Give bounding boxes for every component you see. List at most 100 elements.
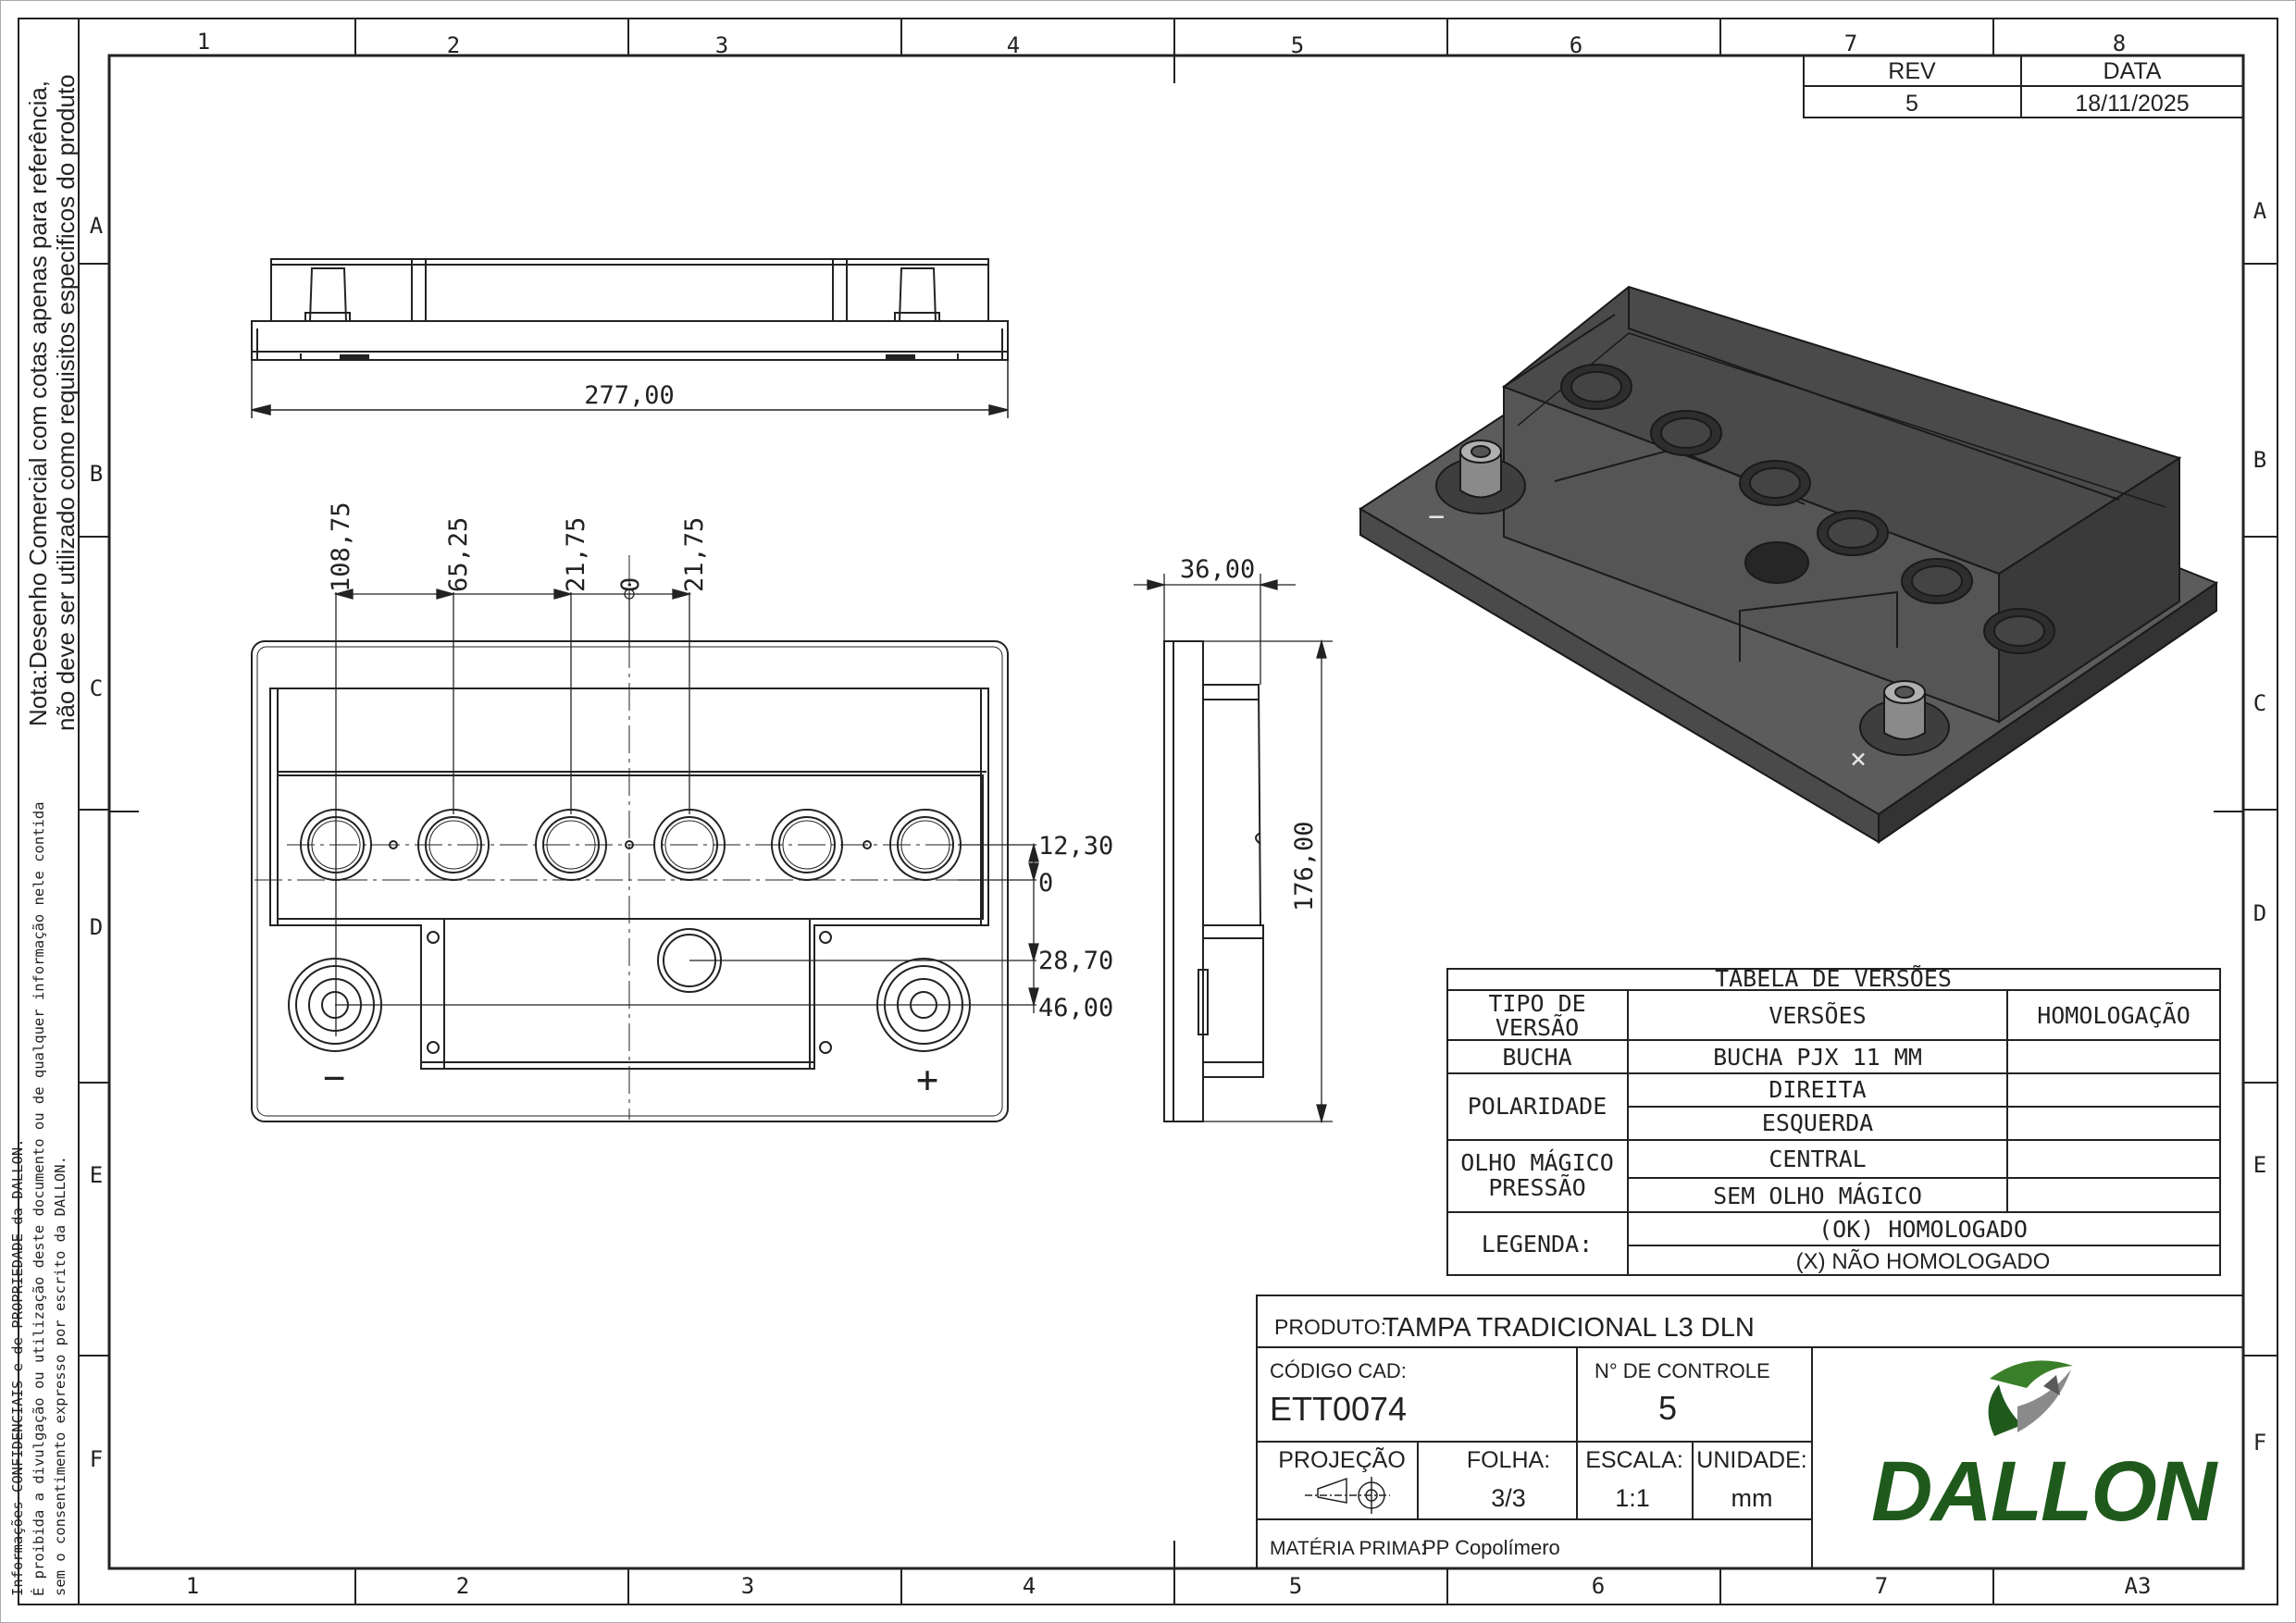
bottom-col-7: 7	[1875, 1573, 1888, 1599]
minus-symbol: −	[323, 1057, 345, 1099]
versions-table	[1446, 968, 2221, 1276]
left-row-c: C	[90, 675, 103, 701]
title-block	[1256, 1295, 2244, 1569]
dim-108-75: 108,75	[327, 502, 355, 592]
iso-minus: −	[1428, 501, 1445, 533]
col-versions: VERSÕES	[1769, 1001, 1866, 1029]
isometric-view	[1359, 285, 2219, 844]
iso-positive-terminal	[1859, 680, 1950, 756]
folha-label: FOLHA:	[1467, 1447, 1550, 1473]
controle-label: N° DE CONTROLE	[1595, 1359, 1770, 1382]
plus-symbol: +	[916, 1059, 938, 1101]
dim-176-00: 176,00	[1290, 821, 1319, 911]
bottom-col-4: 4	[1023, 1573, 1036, 1599]
top-view-dimensions	[333, 588, 1039, 1036]
anchor-hole	[819, 1041, 832, 1054]
bottom-col-8: A3	[2125, 1573, 2152, 1599]
side-view-dim-labels: 36,00 176,00	[1180, 555, 1319, 911]
folha-value: 3/3	[1491, 1484, 1526, 1512]
iso-negative-terminal	[1435, 440, 1526, 514]
versions-table-text: TABELA DE VERSÕES TIPO DE VERSÃO VERSÕES…	[1460, 964, 2191, 1258]
escala-label: ESCALA:	[1585, 1447, 1683, 1473]
front-view-dimension	[251, 360, 1009, 418]
polaridade-label: POLARIDADE	[1468, 1093, 1607, 1120]
anchor-hole	[819, 931, 832, 944]
produto-value: TAMPA TRADICIONAL L3 DLN	[1383, 1313, 1755, 1343]
date-value: 18/11/2025	[2075, 91, 2189, 117]
dim-12-30: 12,30	[1038, 832, 1113, 861]
legenda-label: LEGENDA:	[1482, 1231, 1593, 1258]
top-col-4: 4	[1007, 32, 1020, 58]
dim-overall-length: 277,00	[584, 381, 675, 410]
polaridade-esquerda: ESQUERDA	[1762, 1109, 1873, 1136]
top-col-5: 5	[1291, 32, 1304, 58]
rev-label: REV	[1888, 58, 1936, 84]
controle-value: 5	[1658, 1389, 1677, 1427]
zone-labels: 1 2 3 4 5 6 7 8 1 2 3 4 5 6 7 A3 A B C D…	[90, 29, 2267, 1599]
anchor-hole	[427, 1041, 440, 1054]
logo-swirl-icon	[1988, 1360, 2073, 1436]
left-row-b: B	[90, 461, 103, 487]
left-row-e: E	[90, 1162, 103, 1188]
left-row-d: D	[90, 914, 103, 940]
dim-46-00: 46,00	[1038, 994, 1113, 1022]
top-col-6: 6	[1570, 32, 1582, 58]
bottom-col-2: 2	[456, 1573, 469, 1599]
bottom-col-3: 3	[741, 1573, 754, 1599]
polaridade-direita: DIREITA	[1769, 1076, 1866, 1103]
projecao-label: PROJEÇÃO	[1278, 1446, 1406, 1473]
logo-wordmark: DALLON	[1871, 1444, 2219, 1539]
right-row-a: A	[2253, 198, 2267, 224]
conf-line-2: É proibida a divulgação ou utilização de…	[30, 801, 47, 1596]
top-col-2: 2	[447, 32, 460, 58]
legenda-nao-homologado: (X) NÃO HOMOLOGADO	[1796, 1249, 2051, 1274]
top-col-8: 8	[2113, 31, 2126, 56]
olho-label-line-2: PRESSÃO	[1488, 1173, 1585, 1201]
reference-note: Nota:Desenho Comercial com cotas apenas …	[24, 74, 80, 731]
projection-symbol-icon	[1305, 1477, 1390, 1514]
iso-block-top	[1502, 285, 2182, 576]
top-view-centerlines	[254, 555, 1027, 1120]
col-type-line-2: VERSÃO	[1496, 1013, 1579, 1041]
conf-line-1: Informações CONFIDENCIAIS e de PROPRIEDA…	[9, 1138, 26, 1596]
olho-label-line-1: OLHO MÁGICO	[1460, 1149, 1614, 1176]
codigo-label: CÓDIGO CAD:	[1270, 1359, 1407, 1382]
top-col-7: 7	[1844, 31, 1857, 56]
dim-65-25: 65,25	[444, 517, 473, 592]
top-view-dim-labels: 108,75 65,25 21,75 0 21,75 12,30 0 28,70…	[327, 502, 1113, 1022]
dallon-logo: DALLON	[1871, 1360, 2221, 1539]
date-label: DATA	[2104, 58, 2162, 84]
rev-value: 5	[1905, 91, 1918, 117]
dim-28-70: 28,70	[1038, 947, 1113, 975]
escala-value: 1:1	[1615, 1484, 1650, 1512]
confidentiality-note: Informações CONFIDENCIAIS e de PROPRIEDA…	[9, 801, 68, 1596]
right-row-f: F	[2253, 1430, 2266, 1456]
olho-sem: SEM OLHO MÁGICO	[1713, 1183, 1922, 1209]
anchor-hole	[427, 931, 440, 944]
bottom-col-1: 1	[186, 1573, 199, 1599]
note-line-2: não deve ser utilizado como requisitos e…	[52, 74, 80, 731]
polarity-symbols: − +	[323, 1057, 938, 1101]
codigo-value: ETT0074	[1270, 1390, 1407, 1428]
materia-value: PP Copolímero	[1422, 1536, 1560, 1559]
unidade-label: UNIDADE:	[1696, 1447, 1806, 1473]
iso-plus: ×	[1850, 743, 1867, 775]
iso-vents	[1560, 364, 2055, 654]
dim-21-75-left: 21,75	[562, 517, 590, 592]
unidade-value: mm	[1731, 1484, 1773, 1512]
side-view	[1163, 640, 1264, 1122]
right-row-b: B	[2253, 447, 2266, 473]
top-col-3: 3	[715, 32, 728, 58]
note-line-1: Nota:Desenho Comercial com cotas apenas …	[24, 81, 52, 726]
revision-box: REV DATA 5 18/11/2025	[1803, 55, 2244, 118]
conf-line-3: sem o consentimento expresso por escrito…	[52, 1156, 68, 1596]
left-row-f: F	[90, 1446, 103, 1472]
dim-21-75-right: 21,75	[680, 517, 709, 592]
bottom-col-6: 6	[1592, 1573, 1605, 1599]
bottom-col-5: 5	[1289, 1573, 1302, 1599]
title-block-text: PRODUTO: TAMPA TRADICIONAL L3 DLN CÓDIGO…	[1270, 1313, 1807, 1559]
materia-label: MATÉRIA PRIMA:	[1270, 1538, 1426, 1559]
produto-label: PRODUTO:	[1274, 1315, 1386, 1339]
